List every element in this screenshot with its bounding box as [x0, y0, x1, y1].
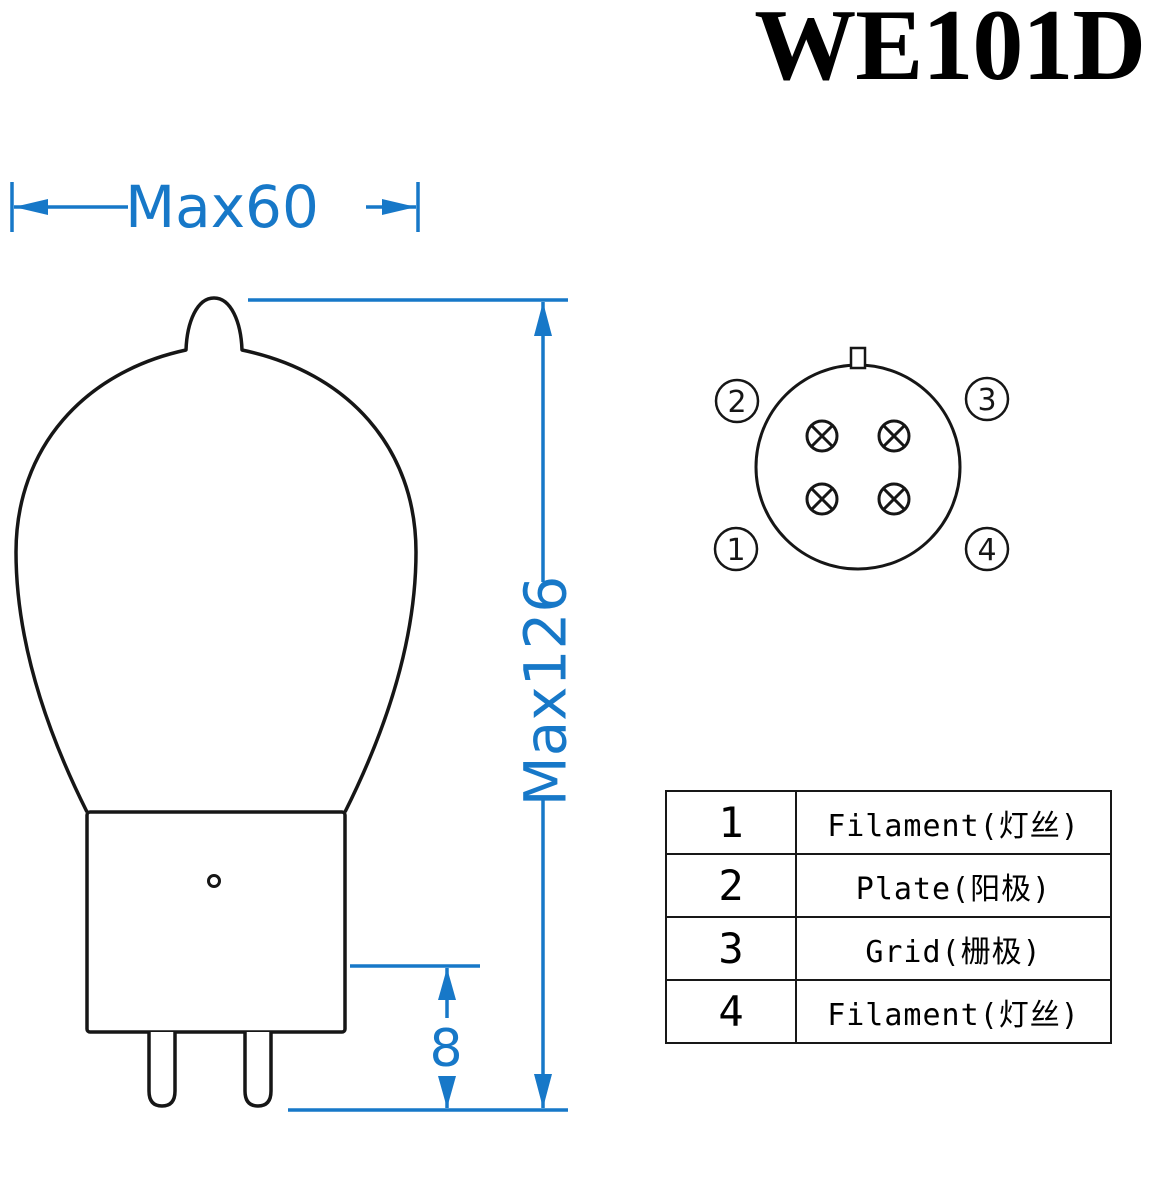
pinout-row-4: 4 Filament(灯丝) [665, 979, 1112, 1044]
pin-post-top-left [805, 419, 839, 453]
height-dim-top-arrow [534, 302, 552, 336]
circled-pin-number-3: 3 [964, 376, 1010, 422]
pin-number-cell: 3 [665, 916, 797, 981]
width-dim-left-arrow [14, 199, 48, 215]
pin-number-cell: 1 [665, 790, 797, 855]
socket-circle [754, 363, 962, 571]
pinout-row-3: 3 Grid(栅极) [665, 916, 1112, 981]
width-dimension-label: Max60 [125, 173, 319, 241]
pin-dim-bottom-arrow [438, 1076, 456, 1108]
width-dim-right-arrow [382, 199, 416, 215]
tube-base [85, 810, 347, 1034]
circled-pin-number-4: 4 [964, 526, 1010, 572]
alignment-key [849, 346, 867, 370]
tube-bulb [14, 296, 418, 813]
circled-pin-number-2: 2 [714, 378, 760, 424]
height-dimension-label: Max126 [511, 576, 579, 807]
svg-text:3: 3 [977, 383, 996, 418]
pin-function-cell: Filament(灯丝) [795, 979, 1112, 1044]
pin-function-cell: Plate(阳极) [795, 853, 1112, 918]
pin-diagram: 2 3 1 4 [713, 346, 1010, 572]
pin-function-cell: Grid(栅极) [795, 916, 1112, 981]
height-dim-bottom-arrow [534, 1074, 552, 1108]
pin-function-cell: Filament(灯丝) [795, 790, 1112, 855]
pinout-row-1: 1 Filament(灯丝) [665, 790, 1112, 855]
dimension-lines [10, 182, 568, 1112]
circled-pin-number-1: 1 [713, 526, 759, 572]
base-dot [207, 874, 221, 888]
pin-length-dimension-label: 8 [429, 1019, 462, 1079]
pinout-table: 1 Filament(灯丝) 2 Plate(阳极) 3 Grid(栅极) 4 … [665, 790, 1112, 1044]
pin-post-top-right [877, 419, 911, 453]
pin-dim-top-arrow [438, 968, 456, 1000]
svg-text:2: 2 [727, 385, 746, 420]
svg-text:4: 4 [977, 533, 996, 568]
tube-outline [14, 296, 418, 1108]
tube-pin-right [243, 1032, 273, 1108]
pin-post-bottom-right [877, 482, 911, 516]
pin-number-cell: 2 [665, 853, 797, 918]
page-title: WE101D [754, 0, 1146, 102]
pin-number-cell: 4 [665, 979, 797, 1044]
pin-post-bottom-left [805, 482, 839, 516]
svg-text:1: 1 [726, 533, 745, 568]
pinout-row-2: 2 Plate(阳极) [665, 853, 1112, 918]
tube-pin-left [147, 1032, 177, 1108]
